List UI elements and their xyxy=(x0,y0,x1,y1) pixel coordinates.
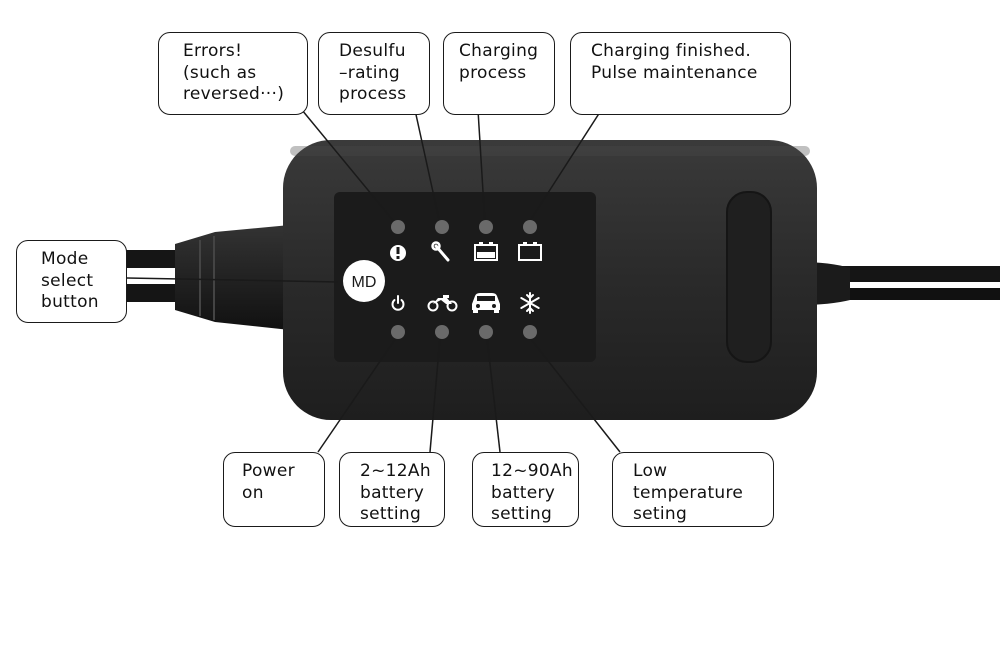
callout-line: Low xyxy=(633,461,668,481)
callout-line: (such as xyxy=(183,62,257,83)
callout-2-12ah: 2~12Ah battery setting xyxy=(339,452,445,527)
callout-mode-select: Mode select button xyxy=(16,240,127,323)
callout-errors: Errors! (such as reversed···) xyxy=(158,32,308,115)
callout-desulfurating: Desulfu –rating process xyxy=(318,32,430,115)
led-car xyxy=(479,325,493,339)
callout-line: Power xyxy=(242,461,295,481)
callout-line: temperature xyxy=(633,482,744,503)
callout-12-90ah: 12~90Ah battery setting xyxy=(472,452,579,527)
callout-line: Pulse maintenance xyxy=(591,62,758,83)
vent-slot xyxy=(726,191,772,363)
callout-charging-process: Charging process xyxy=(443,32,555,115)
input-plug xyxy=(125,225,290,330)
callout-line: setting xyxy=(360,504,422,524)
callout-line: reversed···) xyxy=(183,84,285,104)
callout-line: select xyxy=(41,270,94,291)
callout-line: Mode xyxy=(41,249,89,269)
callout-line: battery xyxy=(491,482,556,503)
callout-line: battery xyxy=(360,482,425,503)
callout-line: Errors! xyxy=(183,41,243,61)
callout-line: seting xyxy=(633,504,688,524)
led-low-temp xyxy=(523,325,537,339)
callout-line: Charging finished. xyxy=(591,41,752,61)
callout-line: process xyxy=(339,84,407,104)
led-motorcycle xyxy=(435,325,449,339)
battery-charging-icon xyxy=(474,242,498,261)
led-charging xyxy=(479,220,493,234)
battery-full-icon xyxy=(518,242,542,261)
callout-line: Desulfu xyxy=(339,41,406,61)
led-power xyxy=(391,325,405,339)
callout-line: setting xyxy=(491,504,553,524)
callout-charging-finished: Charging finished. Pulse maintenance xyxy=(570,32,791,115)
snowflake-icon xyxy=(520,292,540,314)
power-icon xyxy=(391,295,405,311)
exclamation-icon xyxy=(390,245,406,261)
callout-line: –rating xyxy=(339,62,400,83)
wrench-icon xyxy=(431,241,450,262)
led-desulfating xyxy=(435,220,449,234)
car-icon xyxy=(472,293,500,313)
callout-line: process xyxy=(459,62,527,83)
callout-line: button xyxy=(41,292,99,312)
callout-line: on xyxy=(242,482,264,503)
mode-select-button[interactable]: MD xyxy=(343,260,385,302)
callout-low-temperature: Low temperature seting xyxy=(612,452,774,527)
motorcycle-icon xyxy=(427,295,458,312)
mode-button-label: MD xyxy=(352,274,377,291)
callout-power-on: Power on xyxy=(223,452,325,527)
callout-line: 12~90Ah xyxy=(491,461,574,481)
output-cable xyxy=(800,262,1000,305)
callout-line: Charging xyxy=(459,41,539,61)
control-panel xyxy=(334,192,596,362)
led-error xyxy=(391,220,405,234)
leader-lines xyxy=(125,109,621,453)
led-finished xyxy=(523,220,537,234)
callout-line: 2~12Ah xyxy=(360,461,431,481)
